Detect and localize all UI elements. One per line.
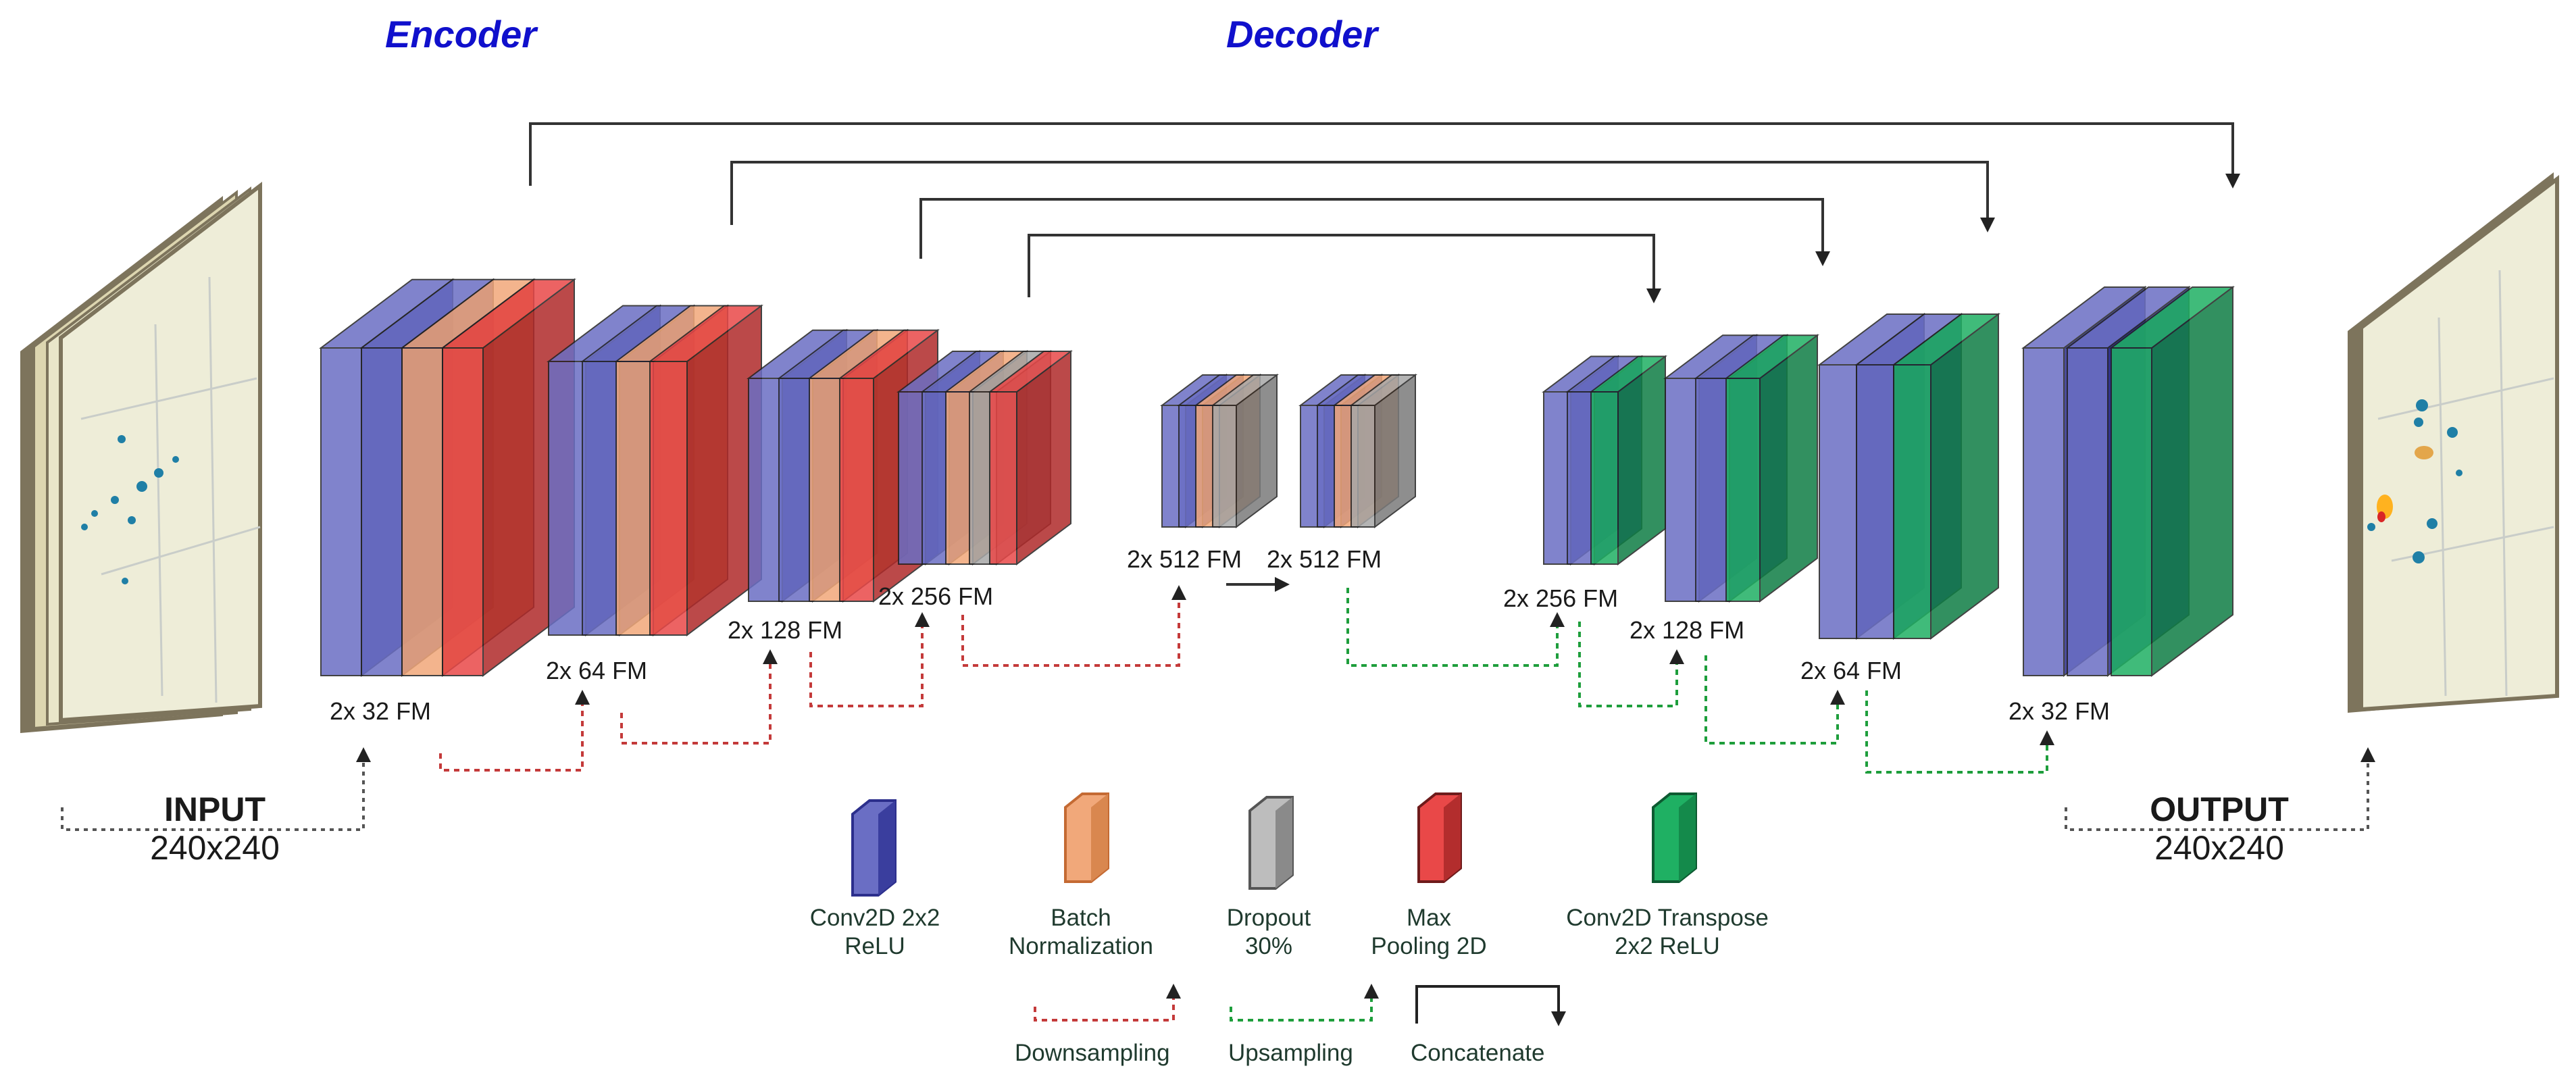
legend-batch-icon [1064, 792, 1109, 883]
legend-dropout-line2: 30% [1245, 933, 1292, 959]
encoder-block-64-slab-4 [648, 304, 763, 636]
output-connector [2065, 747, 2375, 831]
legend-concatenate-label: Concatenate [1411, 1040, 1544, 1066]
decoder-block-128-slab-3 [1724, 334, 1819, 603]
bottleneck-label-2: 2x 512 FM [1267, 545, 1382, 573]
legend-downsampling-line [1034, 984, 1181, 1022]
decoder-label-128: 2x 128 FM [1630, 616, 1744, 644]
bottleneck-block-1-slab-4 [1211, 374, 1279, 528]
upsampling-paths [1346, 588, 2054, 774]
skip-connection-256 [1028, 234, 1661, 303]
layer-blocks [319, 278, 2235, 677]
decoder-label-32: 2x 32 FM [2009, 697, 2110, 725]
output-title: OUTPUT [2150, 790, 2289, 828]
input-connector [61, 747, 371, 831]
decoder-block-64-slab-3 [1892, 313, 2000, 640]
legend-pool-icon [1417, 792, 1462, 883]
legend-conv-line2: ReLU [844, 933, 905, 959]
bottleneck-block-2-slab-4 [1349, 374, 1417, 528]
decoder-block-32-slab-3 [2109, 286, 2235, 677]
input-size: 240x240 [150, 829, 280, 867]
upsample-path-2 [1578, 622, 1684, 707]
upsample-path-3 [1704, 655, 1845, 745]
legend-transpose-line1: Conv2D Transpose [1566, 905, 1769, 931]
encoder-block-256-slab-5 [988, 350, 1073, 565]
legend-upsampling-line [1230, 984, 1379, 1022]
encoder-label-32: 2x 32 FM [330, 697, 431, 725]
legend-upsampling-label: Upsampling [1228, 1040, 1353, 1066]
legend: Conv2D 2x2 ReLU Batch Normalization Drop… [810, 792, 1769, 1066]
legend-batch-line1: Batch [1051, 905, 1111, 931]
legend-conv-line1: Conv2D 2x2 [810, 905, 940, 931]
encoder-label-128: 2x 128 FM [728, 616, 842, 644]
upsample-path-4 [1865, 690, 2054, 774]
decoder-block-256-slab-3 [1589, 355, 1667, 565]
input-title: INPUT [164, 790, 266, 828]
encoder-label-256: 2x 256 FM [878, 582, 993, 610]
skip-connection-128 [919, 198, 1830, 266]
skip-connection-64 [730, 161, 1995, 232]
encoder-title: Encoder [385, 13, 538, 55]
legend-transpose-icon [1652, 792, 1697, 883]
skip-connection-32 [529, 122, 2240, 188]
decoder-title: Decoder [1226, 13, 1380, 55]
legend-pool-line1: Max [1407, 905, 1452, 931]
output-image [2359, 174, 2559, 712]
legend-downsampling-label: Downsampling [1015, 1040, 1170, 1066]
legend-pool-line2: Pooling 2D [1371, 933, 1486, 959]
downsample-path-4 [961, 585, 1186, 667]
legend-concatenate-line [1415, 985, 1566, 1026]
bottleneck-label-1: 2x 512 FM [1127, 545, 1242, 573]
legend-conv-icon [851, 799, 896, 897]
legend-dropout-icon [1248, 796, 1294, 890]
input-image-stack [20, 181, 262, 733]
downsample-path-1 [439, 690, 590, 772]
upsample-path-1 [1346, 588, 1565, 667]
output-image-stack [2348, 172, 2559, 713]
skip-connections [529, 122, 2240, 303]
decoder-label-256: 2x 256 FM [1503, 584, 1618, 612]
legend-transpose-line2: 2x2 ReLU [1615, 933, 1720, 959]
encoder-label-64: 2x 64 FM [546, 657, 647, 684]
downsample-path-2 [620, 649, 778, 745]
output-size: 240x240 [2154, 829, 2284, 867]
downsampling-paths [439, 585, 1186, 772]
legend-dropout-line1: Dropout [1227, 905, 1311, 931]
legend-batch-line2: Normalization [1009, 933, 1153, 959]
decoder-label-64: 2x 64 FM [1800, 657, 1902, 684]
